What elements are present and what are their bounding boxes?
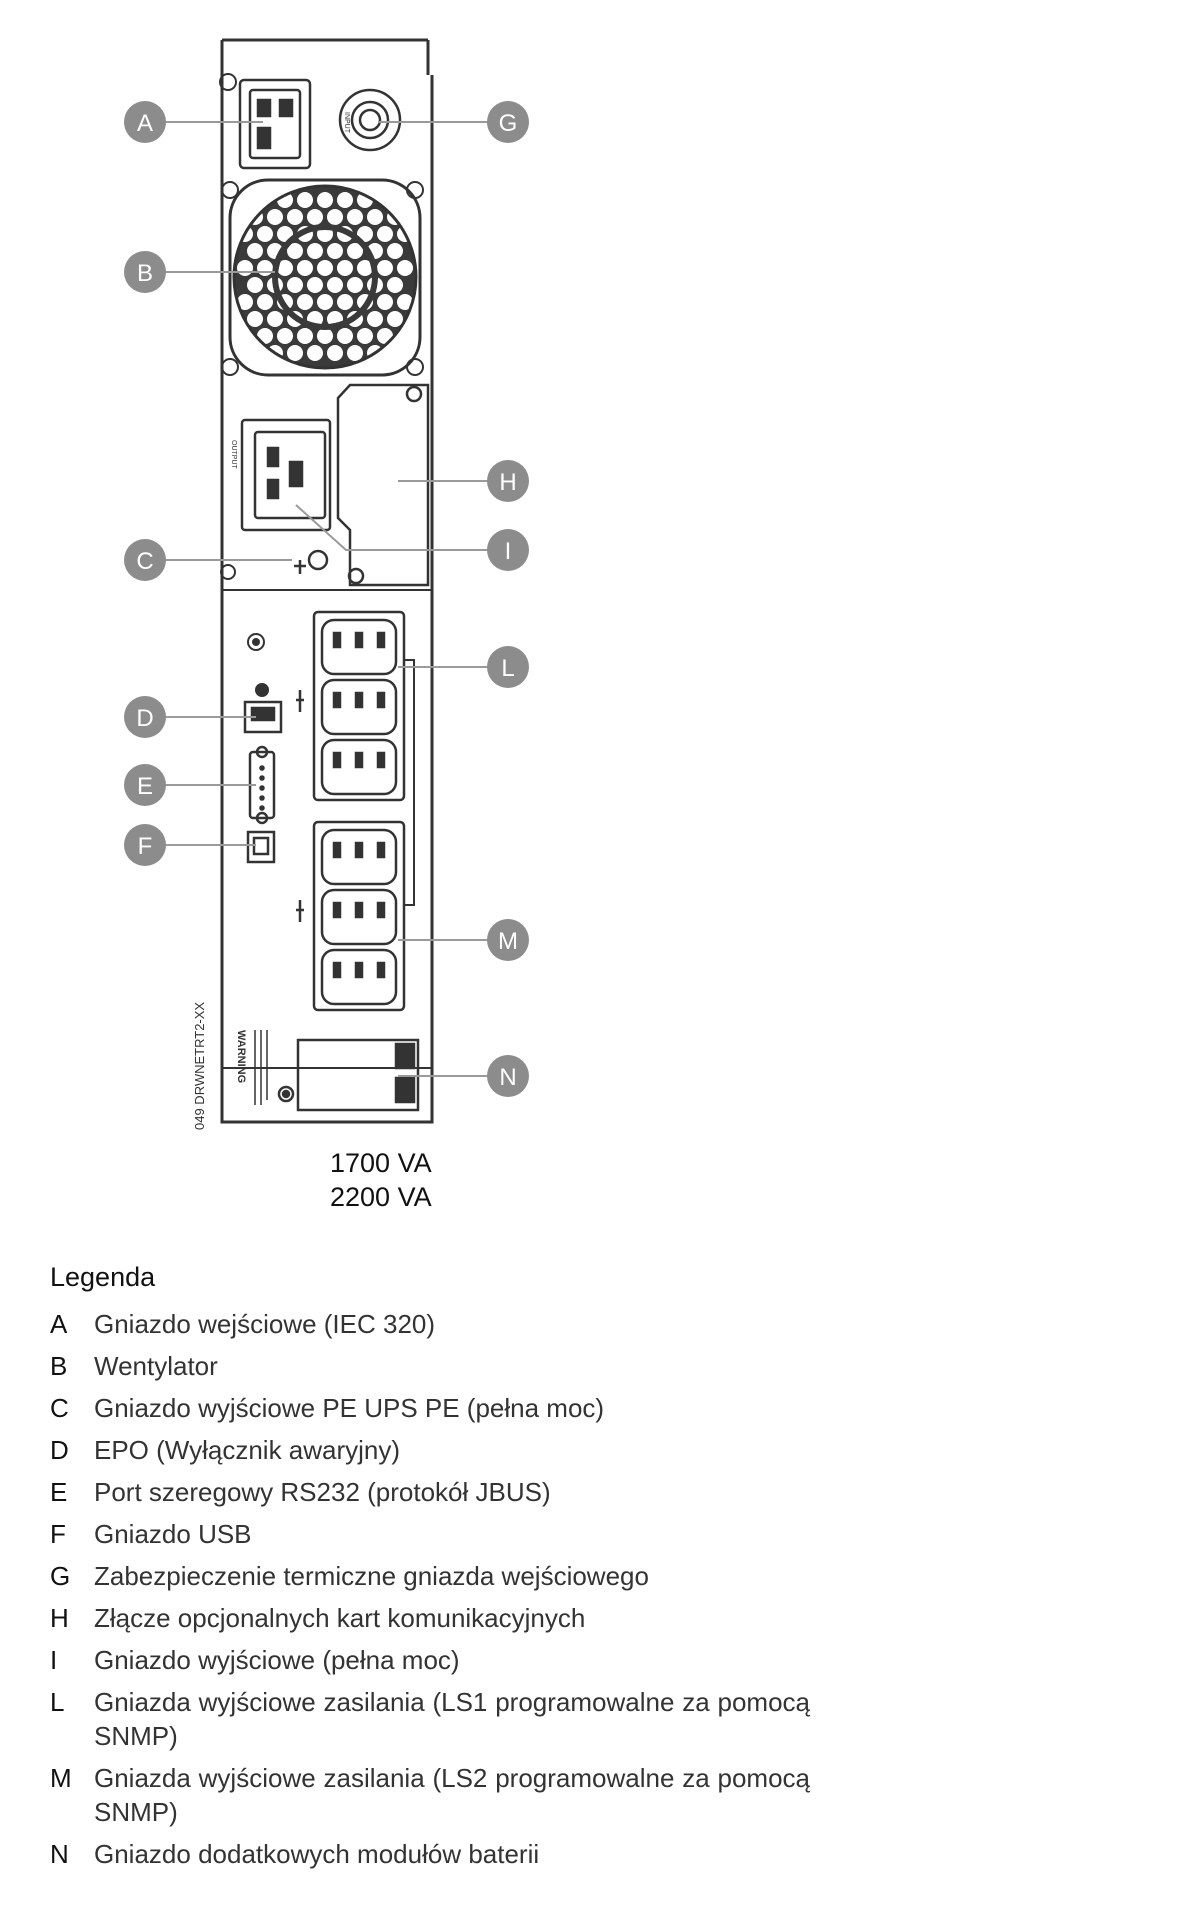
legend-text: EPO (Wyłącznik awaryjny) (94, 1435, 401, 1465)
legend-item-b: B Wentylator (50, 1349, 810, 1383)
legend-item-c: C Gniazdo wyjściowe PE UPS PE (pełna moc) (50, 1391, 810, 1425)
model-caption-1700: 1700 VA (330, 1148, 432, 1178)
legend-item-n: N Gniazdo dodatkowych modułów baterii (50, 1837, 810, 1871)
callout-c: C (124, 539, 166, 581)
callout-b: B (124, 251, 166, 293)
legend-text: Gniazdo dodatkowych modułów baterii (94, 1839, 540, 1869)
legend-letter: B (50, 1351, 68, 1381)
svg-text:E: E (137, 773, 153, 800)
legend-text: Wentylator (94, 1351, 218, 1381)
legend-item-e: E Port szeregowy RS232 (protokół JBUS) (50, 1475, 810, 1509)
svg-text:N: N (499, 1064, 516, 1091)
callout-i: I (487, 529, 529, 571)
svg-text:H: H (499, 469, 516, 496)
svg-text:A: A (137, 110, 153, 137)
svg-text:D: D (136, 705, 153, 732)
usb-port (246, 830, 276, 864)
callout-m: M (487, 919, 529, 961)
svg-text:INPUT: INPUT (343, 112, 350, 134)
callout-n: N (487, 1055, 529, 1097)
legend-text: Gniazdo USB (94, 1519, 252, 1549)
panel-screws (219, 73, 424, 697)
svg-text:L: L (501, 655, 514, 682)
fan (228, 178, 422, 377)
legend-letter: C (50, 1393, 69, 1423)
legend-letter: A (50, 1309, 68, 1339)
legend-text: Gniazdo wejściowe (IEC 320) (94, 1309, 436, 1339)
legend-letter: I (50, 1645, 58, 1675)
callout-l: L (487, 646, 529, 688)
outlet-group-ls1 (296, 610, 406, 802)
svg-text:M: M (498, 928, 518, 955)
legend-title: Legenda (50, 1262, 156, 1292)
legend-item-d: D EPO (Wyłącznik awaryjny) (50, 1433, 810, 1467)
thermal-protector: INPUT (338, 88, 402, 152)
communication-card-slot (336, 383, 430, 587)
callouts: A B C D E F G H I L M N (124, 101, 529, 1097)
legend: Legenda A Gniazdo wejściowe (IEC 320) B We… (50, 1262, 810, 1879)
svg-text:F: F (138, 833, 153, 860)
legend-letter: G (50, 1561, 71, 1591)
legend-item-a: A Gniazdo wejściowe (IEC 320) (50, 1307, 810, 1341)
callout-a: A (124, 101, 166, 143)
legend-letter: L (50, 1687, 65, 1717)
callout-f: F (124, 824, 166, 866)
legend-text: Złącze opcjonalnych kart komunikacyjnych (94, 1603, 586, 1633)
legend-item-g: G Zabezpieczenie termiczne gniazda wejści… (50, 1559, 810, 1593)
callout-d: D (124, 696, 166, 738)
legend-text: Gniazda wyjściowe zasilania (LS1 program… (94, 1687, 810, 1751)
legend-text: Zabezpieczenie termiczne gniazda wejścio… (94, 1561, 649, 1591)
legend-letter: N (50, 1839, 69, 1869)
legend-text: Gniazdo wyjściowe (pełna moc) (94, 1645, 460, 1675)
legend-letter: D (50, 1435, 69, 1465)
legend-text: Port szeregowy RS232 (protokół JBUS) (94, 1477, 551, 1507)
svg-text:C: C (136, 548, 153, 575)
leader-lines (160, 121, 488, 1077)
ground-terminal (294, 549, 329, 574)
legend-text: Gniazdo wyjściowe PE UPS PE (pełna moc) (94, 1393, 605, 1423)
callout-h: H (487, 460, 529, 502)
drawing-number: 049 DRWNETRT2-XX (192, 1002, 207, 1130)
svg-text:G: G (499, 110, 518, 137)
legend-letter: E (50, 1477, 68, 1507)
ups-back-panel (220, 38, 434, 1124)
input-socket-iec320 (238, 78, 312, 170)
full-power-output-socket: OUTPUT (230, 418, 332, 532)
legend-item-f: F Gniazdo USB (50, 1517, 810, 1551)
legend-letter: F (50, 1519, 66, 1549)
svg-text:I: I (505, 538, 512, 565)
legend-letter: H (50, 1603, 69, 1633)
legend-text: Gniazda wyjściowe zasilania (LS2 program… (94, 1763, 810, 1827)
model-caption-2200: 2200 VA (330, 1182, 432, 1212)
legend-item-i: I Gniazdo wyjściowe (pełna moc) (50, 1643, 810, 1677)
callout-e: E (124, 764, 166, 806)
svg-text:OUTPUT: OUTPUT (230, 440, 237, 470)
legend-item-m: M Gniazda wyjściowe zasilania (LS2 progra… (50, 1761, 810, 1829)
svg-text:B: B (137, 260, 153, 287)
legend-letter: M (50, 1763, 72, 1793)
ups-rear-panel-diagram: INPUT OUTPUT (124, 38, 529, 1130)
legend-item-h: H Złącze opcjonalnych kart komunikacyjnyc… (50, 1601, 810, 1635)
legend-item-l: L Gniazda wyjściowe zasilania (LS1 progra… (50, 1685, 810, 1753)
warning-label: WARNING (235, 1030, 247, 1083)
outlet-group-ls2 (296, 659, 415, 1012)
battery-module-connector (254, 1030, 420, 1112)
callout-g: G (487, 101, 529, 143)
